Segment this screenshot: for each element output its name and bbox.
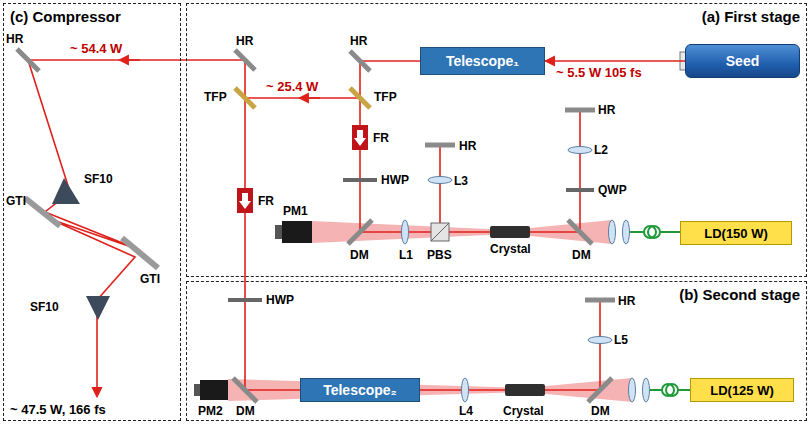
telescope-box: Telescope₁ <box>420 47 545 75</box>
part-label: L5 <box>614 333 628 347</box>
box-label: Seed <box>726 53 759 69</box>
box-label: Telescope₁ <box>446 53 519 69</box>
part-label: HWP <box>266 293 294 307</box>
part-label: HR <box>350 34 367 48</box>
part-label: FR <box>373 131 389 145</box>
part-label: PM2 <box>198 404 223 418</box>
lenses <box>402 147 650 403</box>
part-label: DM <box>591 404 610 418</box>
part-label: QWP <box>598 183 627 197</box>
panel-heading: (c) Compressor <box>10 8 121 25</box>
gain-crystal <box>490 226 545 396</box>
part-label: GTI <box>6 194 26 208</box>
part-label: HR <box>618 294 635 308</box>
part-label: SF10 <box>84 172 113 186</box>
part-label: HR <box>459 139 476 153</box>
part-label: L3 <box>454 174 468 188</box>
box-label: Telescope₂ <box>323 382 397 398</box>
part-label: PM1 <box>283 204 308 218</box>
part-label: HR <box>236 34 253 48</box>
beam-arrow <box>545 60 685 62</box>
part-label: L1 <box>399 248 413 262</box>
seed-laser: Seed <box>685 44 800 78</box>
telescope-box: Telescope₂ <box>300 378 420 402</box>
panel-heading: (a) First stage <box>702 8 800 25</box>
part-label: HWP <box>381 173 409 187</box>
part-label: ~ 47.5 W, 166 fs <box>10 403 106 417</box>
part-label: DM <box>236 404 255 418</box>
laser-diode-box: LD(125 W) <box>690 378 794 402</box>
part-label: L2 <box>594 143 608 157</box>
waveplates <box>228 178 594 302</box>
pbs-cube <box>431 223 449 241</box>
power-note: ~ 5.5 W 105 fs <box>556 66 642 80</box>
part-label: SF10 <box>30 300 59 314</box>
part-label: GTI <box>140 272 160 286</box>
power-note: ~ 54.4 W <box>70 42 122 56</box>
prisms <box>52 178 110 320</box>
part-label: DM <box>350 248 369 262</box>
part-label: TFP <box>204 90 227 104</box>
faraday-rotator <box>237 125 368 213</box>
power-note: ~ 25.4 W <box>266 80 318 94</box>
part-label: Crystal <box>503 404 544 418</box>
mirrors <box>17 49 615 402</box>
stage-panel: (c) Compressor <box>3 3 181 421</box>
box-label: LD(125 W) <box>710 383 774 398</box>
part-label: DM <box>572 248 591 262</box>
part-label: PBS <box>427 248 452 262</box>
box-label: LD(150 W) <box>704 226 768 241</box>
pump-cone <box>228 220 632 402</box>
panel-heading: (b) Second stage <box>679 286 800 303</box>
laser-beam <box>28 60 600 396</box>
stage-panel: (a) First stageTelescope₁ SeedLD(150 W) <box>186 3 807 277</box>
part-label: HR <box>598 103 615 117</box>
part-label: HR <box>6 32 23 46</box>
laser-diode-box: LD(150 W) <box>680 221 792 245</box>
power-meter <box>194 221 312 400</box>
part-label: TFP <box>374 90 397 104</box>
fiber-coil <box>630 226 690 396</box>
part-label: L4 <box>459 404 473 418</box>
part-label: Crystal <box>490 242 531 256</box>
part-label: FR <box>258 194 274 208</box>
